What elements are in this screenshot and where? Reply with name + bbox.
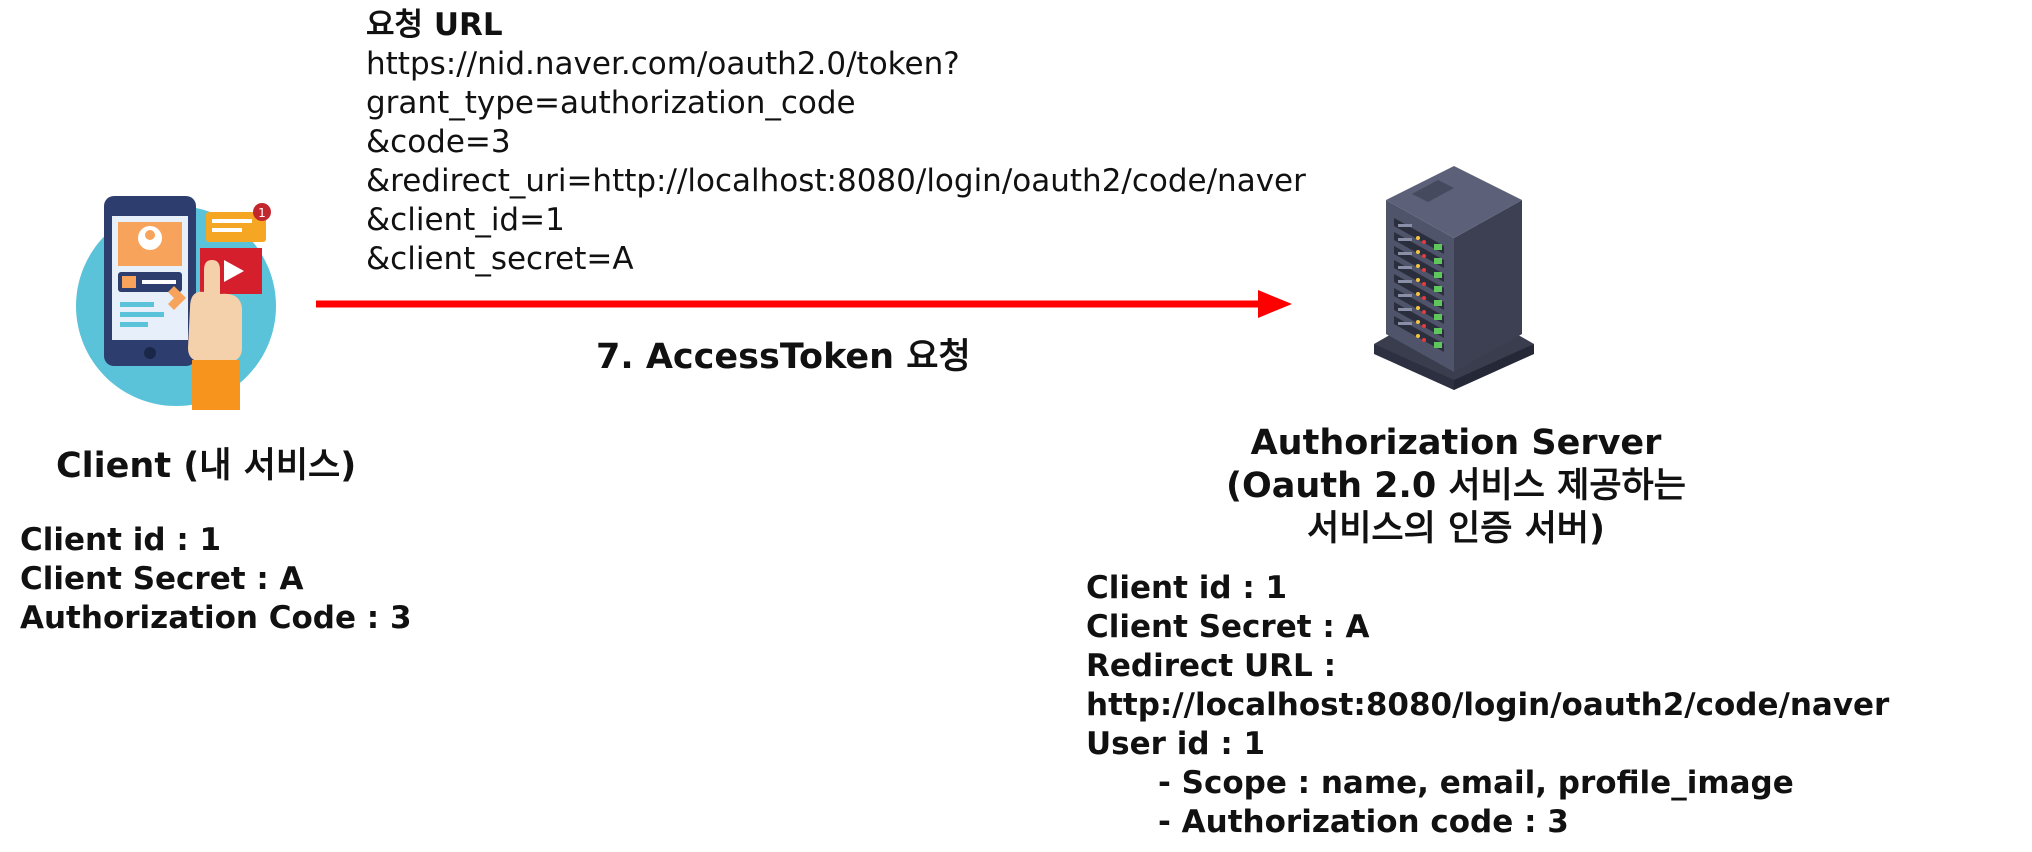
request-url-block: 요청 URL https://nid.naver.com/oauth2.0/to… <box>366 6 1306 279</box>
step-label: 7. AccessToken 요청 <box>596 337 971 377</box>
server-info-line: User id : 1 <box>1086 726 1266 762</box>
client-info: Client id : 1 Client Secret : A Authoriz… <box>20 521 412 638</box>
request-url-line: grant_type=authorization_code <box>366 85 856 121</box>
client-info-line: Authorization Code : 3 <box>20 600 412 636</box>
client-name: Client (내 서비스) <box>56 446 357 486</box>
server-title-line: Authorization Server <box>1250 423 1662 463</box>
server-tower-icon <box>1374 166 1534 390</box>
svg-text:1: 1 <box>258 206 266 220</box>
server-info-line: Client Secret : A <box>1086 609 1370 645</box>
server-title: Authorization Server (Oauth 2.0 서비스 제공하는… <box>1186 422 1726 551</box>
request-url-line: &client_id=1 <box>366 202 565 238</box>
request-arrow <box>316 290 1292 318</box>
arrow-head <box>1258 290 1292 318</box>
request-url-line: https://nid.naver.com/oauth2.0/token? <box>366 46 960 82</box>
server-title-line: (Oauth 2.0 서비스 제공하는 <box>1226 466 1686 506</box>
server-info-line: Client id : 1 <box>1086 570 1288 606</box>
server-info-line: Redirect URL : <box>1086 648 1336 684</box>
request-url-line: &code=3 <box>366 124 511 160</box>
user-detail-line: - Authorization code : 3 <box>1158 804 1569 840</box>
client-info-line: Client id : 1 <box>20 522 222 558</box>
user-detail-line: - Scope : name, email, profile_image <box>1158 765 1794 801</box>
server-info: Client id : 1 Client Secret : A Redirect… <box>1086 569 1889 842</box>
request-url-title: 요청 URL <box>366 7 503 43</box>
request-url-line: &client_secret=A <box>366 241 634 277</box>
server-title-line: 서비스의 인증 서버) <box>1307 509 1605 549</box>
request-url-line: &redirect_uri=http://localhost:8080/logi… <box>366 163 1306 199</box>
server-info-line: http://localhost:8080/login/oauth2/code/… <box>1086 687 1890 723</box>
mobile-app-icon: 1 <box>76 196 276 410</box>
client-info-line: Client Secret : A <box>20 561 304 597</box>
